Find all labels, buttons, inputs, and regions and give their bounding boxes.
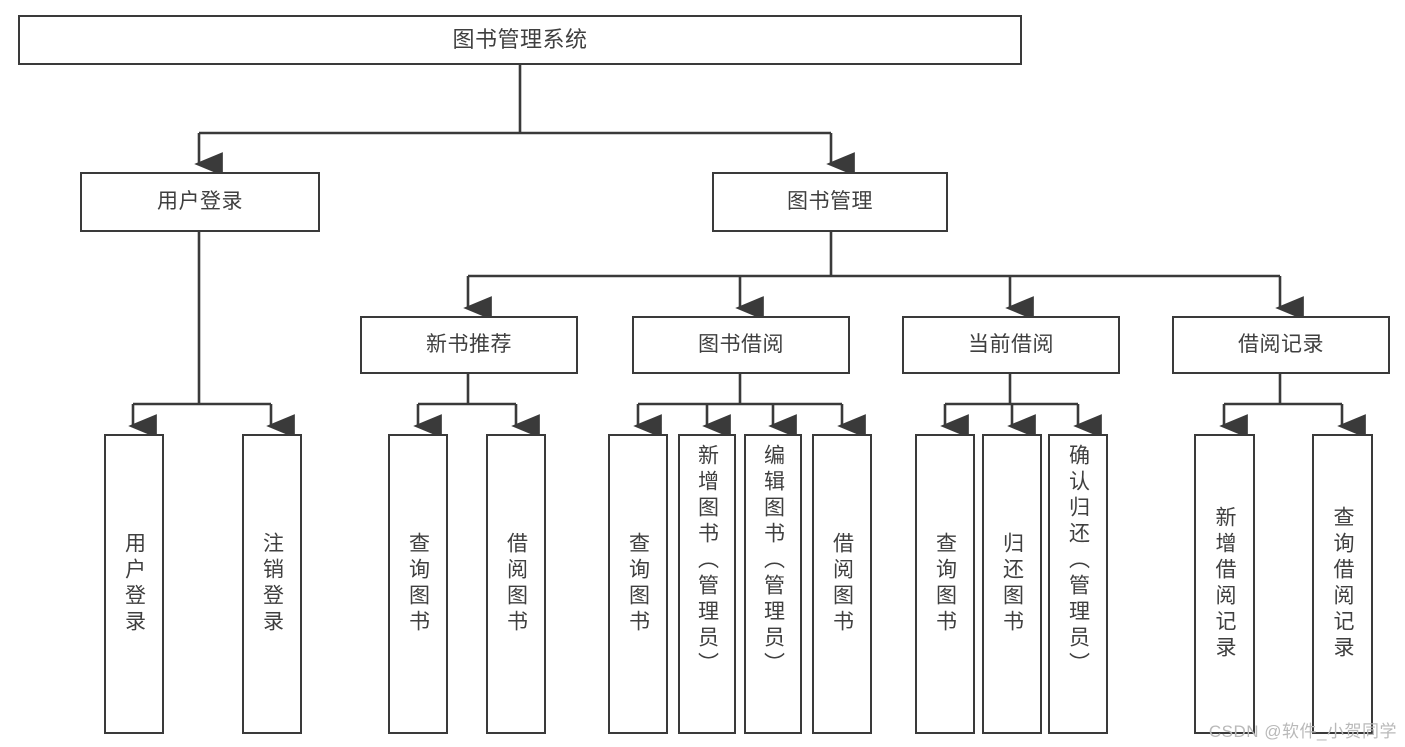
node-user-login-label: 用户登录 bbox=[157, 189, 243, 213]
node-book-manage[interactable]: 图书管理 bbox=[712, 172, 948, 232]
node-leaf-add-borrow-record-label: 新增借阅记录 bbox=[1213, 506, 1236, 662]
node-book-manage-label: 图书管理 bbox=[787, 189, 873, 213]
node-leaf-add-book-admin-label: 新增图书（管理员） bbox=[695, 444, 719, 678]
node-leaf-borrow-book-1[interactable]: 借阅图书 bbox=[486, 434, 546, 734]
node-book-borrow[interactable]: 图书借阅 bbox=[632, 316, 850, 374]
node-leaf-edit-book-admin[interactable]: 编辑图书（管理员） bbox=[744, 434, 802, 734]
node-leaf-logout-login-label: 注销登录 bbox=[260, 532, 284, 636]
node-leaf-confirm-return-admin[interactable]: 确认归还（管理员） bbox=[1048, 434, 1108, 734]
node-new-book-recommend[interactable]: 新书推荐 bbox=[360, 316, 578, 374]
node-leaf-add-borrow-record[interactable]: 新增借阅记录 bbox=[1194, 434, 1255, 734]
node-leaf-query-book-1-label: 查询图书 bbox=[406, 532, 430, 636]
node-current-borrow[interactable]: 当前借阅 bbox=[902, 316, 1120, 374]
node-leaf-user-login-label: 用户登录 bbox=[122, 532, 146, 636]
node-leaf-query-book-2[interactable]: 查询图书 bbox=[608, 434, 668, 734]
node-borrow-record[interactable]: 借阅记录 bbox=[1172, 316, 1390, 374]
node-book-borrow-label: 图书借阅 bbox=[698, 332, 784, 356]
node-root[interactable]: 图书管理系统 bbox=[18, 15, 1022, 65]
node-root-label: 图书管理系统 bbox=[452, 27, 588, 53]
node-user-login[interactable]: 用户登录 bbox=[80, 172, 320, 232]
node-leaf-borrow-book-2-label: 借阅图书 bbox=[830, 532, 854, 636]
node-leaf-return-book[interactable]: 归还图书 bbox=[982, 434, 1042, 734]
node-leaf-return-book-label: 归还图书 bbox=[1000, 532, 1024, 636]
node-leaf-confirm-return-admin-label: 确认归还（管理员） bbox=[1066, 444, 1090, 678]
node-leaf-user-login[interactable]: 用户登录 bbox=[104, 434, 164, 734]
node-leaf-borrow-book-2[interactable]: 借阅图书 bbox=[812, 434, 872, 734]
node-leaf-query-book-3-label: 查询图书 bbox=[933, 532, 957, 636]
node-leaf-borrow-book-1-label: 借阅图书 bbox=[504, 532, 528, 636]
node-current-borrow-label: 当前借阅 bbox=[968, 332, 1054, 356]
node-leaf-query-book-3[interactable]: 查询图书 bbox=[915, 434, 975, 734]
node-leaf-query-book-1[interactable]: 查询图书 bbox=[388, 434, 448, 734]
node-leaf-edit-book-admin-label: 编辑图书（管理员） bbox=[761, 444, 785, 678]
node-leaf-query-book-2-label: 查询图书 bbox=[626, 532, 650, 636]
node-leaf-logout-login[interactable]: 注销登录 bbox=[242, 434, 302, 734]
node-new-book-recommend-label: 新书推荐 bbox=[426, 332, 512, 356]
watermark: CSDN @软件_小贺同学 bbox=[1208, 722, 1397, 741]
node-leaf-query-borrow-record[interactable]: 查询借阅记录 bbox=[1312, 434, 1373, 734]
node-borrow-record-label: 借阅记录 bbox=[1238, 332, 1324, 356]
node-leaf-add-book-admin[interactable]: 新增图书（管理员） bbox=[678, 434, 736, 734]
node-leaf-query-borrow-record-label: 查询借阅记录 bbox=[1331, 506, 1354, 662]
